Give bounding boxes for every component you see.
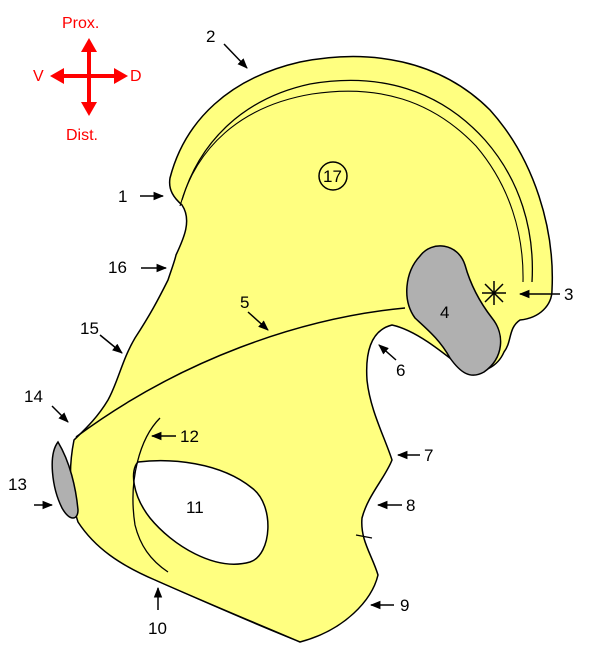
label-16: 16 <box>108 258 127 277</box>
star-icon <box>482 281 506 305</box>
label-5: 5 <box>240 293 249 312</box>
label-1: 1 <box>118 187 127 206</box>
label-dist: Dist. <box>66 127 98 144</box>
label-3: 3 <box>564 285 573 304</box>
label-8: 8 <box>406 496 415 515</box>
bottom-ridge <box>154 579 296 641</box>
cartilage-4 <box>406 245 502 376</box>
label-6: 6 <box>396 361 405 380</box>
label-12: 12 <box>180 427 199 446</box>
label-2: 2 <box>206 27 215 46</box>
cartilage-13 <box>51 440 79 519</box>
hole-11 <box>132 459 269 565</box>
arrow-down-icon <box>81 102 97 116</box>
ridge-12 <box>132 417 169 573</box>
label-13: 13 <box>8 475 27 494</box>
label-17: 17 <box>323 167 342 186</box>
arrow-up-icon <box>81 38 97 52</box>
label-9: 9 <box>400 596 409 615</box>
inner-rim-line-2 <box>179 90 524 283</box>
label-4: 4 <box>440 303 449 322</box>
arrow-15 <box>99 334 123 354</box>
label-11: 11 <box>186 498 204 517</box>
label-prox: Prox. <box>62 15 99 32</box>
arrow-6 <box>378 344 397 361</box>
label-ventral: V <box>33 68 44 85</box>
line-5 <box>75 307 406 438</box>
label-7: 7 <box>424 446 433 465</box>
arrow-right-icon <box>114 68 128 84</box>
notch-8 <box>355 534 373 539</box>
label-15: 15 <box>80 319 99 338</box>
label-10: 10 <box>148 619 167 638</box>
pointer-arrows <box>34 43 560 610</box>
orientation-compass: Prox. Dist. V D <box>33 15 142 144</box>
arrow-5 <box>247 311 269 331</box>
label-14: 14 <box>24 387 43 406</box>
label-dorsal: D <box>130 68 142 85</box>
arrow-left-icon <box>50 68 64 84</box>
inner-rim-line <box>181 79 534 283</box>
arrow-2 <box>223 43 248 69</box>
circle-17 <box>318 161 348 191</box>
arrow-14 <box>51 405 69 423</box>
